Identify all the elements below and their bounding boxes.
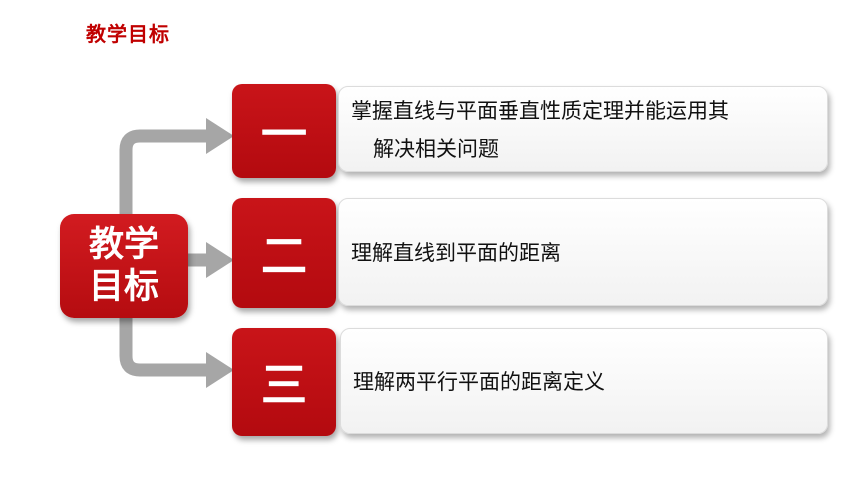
objective-number-3: 三 — [232, 328, 336, 436]
objective-2-line1: 理解直线到平面的距离 — [351, 241, 561, 265]
objective-number-2: 二 — [232, 198, 336, 308]
arrow-head-2 — [206, 242, 234, 278]
main-badge: 教学 目标 — [60, 214, 188, 318]
objective-1-line2: 解决相关问题 — [373, 137, 499, 161]
page-title: 教学目标 — [86, 22, 170, 46]
objective-number-1: 一 — [232, 84, 336, 178]
main-badge-line1: 教学 — [88, 225, 159, 265]
connector-spine — [119, 129, 212, 377]
main-badge-line2: 目标 — [88, 267, 159, 307]
arrow-head-3 — [206, 352, 234, 388]
objective-card-2: 理解直线到平面的距离 — [338, 198, 828, 306]
objective-1-line1: 掌握直线与平面垂直性质定理并能运用其 — [351, 99, 729, 123]
objective-3-line1: 理解两平行平面的距离定义 — [353, 370, 605, 394]
objective-card-3: 理解两平行平面的距离定义 — [340, 328, 828, 434]
objective-card-1: 掌握直线与平面垂直性质定理并能运用其 解决相关问题 — [338, 86, 828, 172]
arrow-head-1 — [206, 118, 234, 154]
